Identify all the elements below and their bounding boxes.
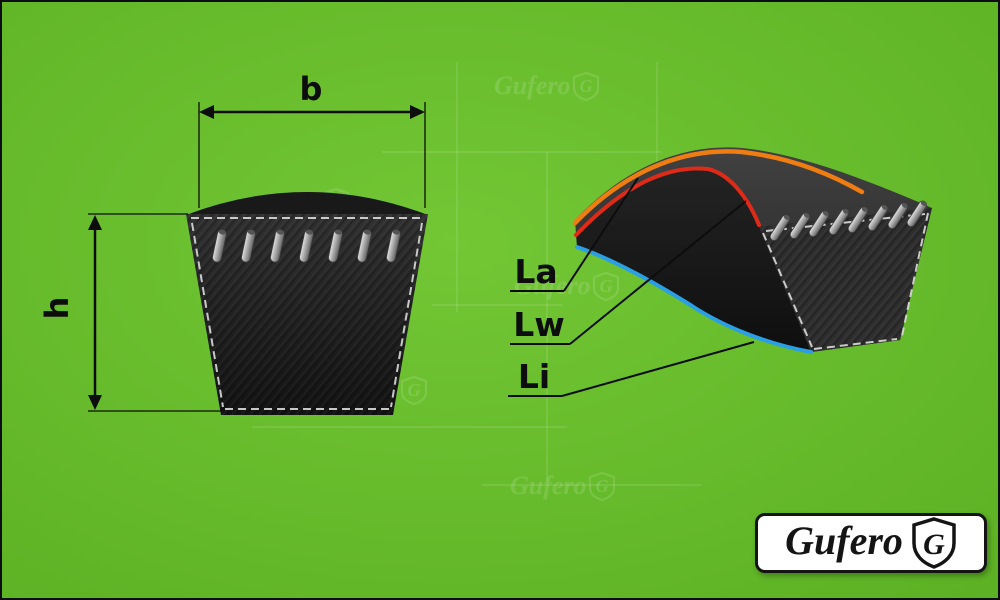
height-dimension: h: [38, 213, 222, 412]
width-dimension: b: [198, 70, 426, 208]
outer-length-stripe: [572, 149, 865, 226]
pitch-length-stripe: [574, 166, 761, 237]
watermark-monogram: G: [596, 476, 609, 496]
watermark-text: Gufero: [494, 71, 571, 100]
dashed-outline: [191, 217, 423, 410]
inner-length-leader-line: [561, 341, 755, 397]
belt-cross-section-view: [186, 192, 428, 415]
gufero-logo: Gufero G: [755, 513, 987, 573]
watermark-monogram: G: [580, 76, 593, 96]
cord-pin: [808, 210, 830, 238]
cord-pin: [386, 229, 401, 263]
cord-pin: [328, 229, 343, 263]
cord-pin: [299, 229, 314, 263]
cord-pin: [828, 208, 850, 236]
watermark-monogram: G: [408, 380, 421, 400]
gufero-shield-icon: G: [912, 517, 956, 569]
cord-pin: [867, 204, 889, 232]
outer-length-label: La: [514, 252, 557, 291]
belt-top-cap: [186, 192, 428, 215]
inner-length-label: Li: [518, 357, 550, 396]
watermark-shield-icon: [593, 271, 619, 302]
belt-3d-view: [572, 147, 932, 354]
watermark-shield-icon: [573, 71, 599, 102]
watermark-text: Gufero: [510, 471, 587, 500]
cord-pin: [212, 229, 227, 263]
cord-pin: [769, 214, 791, 242]
height-label: h: [38, 297, 76, 320]
width-label: b: [300, 70, 323, 108]
pitch-length-callout: Lw: [510, 200, 747, 345]
inner-length-stripe: [575, 245, 813, 354]
belt-body-texture: [186, 214, 428, 415]
cord-pin: [847, 206, 869, 234]
cord-pin: [357, 229, 372, 263]
cord-pins: [212, 229, 401, 263]
inner-length-callout: Li: [508, 341, 755, 397]
cut-face-cord-pins: [769, 200, 928, 242]
faint-grid-lines: [252, 62, 702, 486]
pitch-length-label: Lw: [513, 305, 565, 344]
gufero-logo-text: Gufero: [785, 518, 903, 563]
cord-pin: [887, 202, 909, 230]
watermark-monogram: G: [600, 276, 613, 296]
cord-pin: [906, 200, 928, 228]
gufero-logo-monogram: G: [923, 528, 945, 561]
pitch-length-leader-line: [569, 200, 747, 345]
cord-pin: [270, 229, 285, 263]
belt-cut-face-texture: [759, 208, 932, 352]
watermark-text: Gufero: [514, 271, 591, 300]
watermark-shield-icon: [589, 471, 615, 502]
length-labels: La Lw Li: [508, 177, 755, 397]
cord-pin: [789, 212, 811, 240]
outer-length-leader-line: [563, 177, 639, 292]
outer-length-callout: La: [510, 177, 639, 292]
watermark-shield-icon: [401, 375, 427, 406]
cord-pin: [241, 229, 256, 263]
belt-side-face: [576, 169, 811, 352]
